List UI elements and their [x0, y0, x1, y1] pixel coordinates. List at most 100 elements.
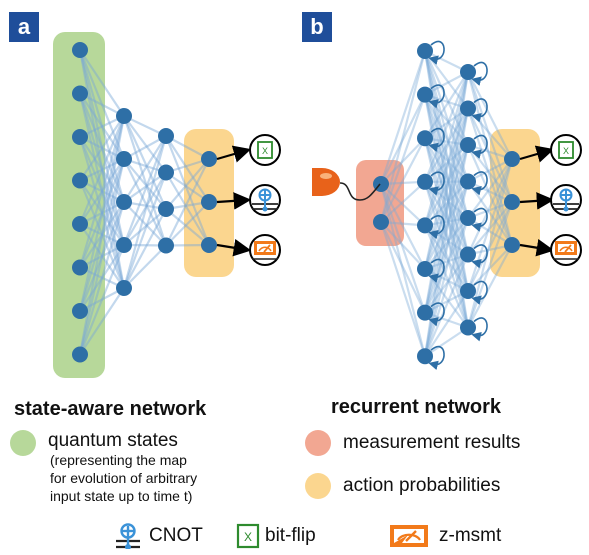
self-loop: [471, 134, 488, 159]
edge: [424, 290, 469, 357]
action-probabilities-swatch: [305, 473, 331, 499]
legend-z-msmt: z-msmt: [388, 523, 501, 549]
edge: [122, 115, 168, 246]
edge: [423, 254, 470, 357]
edge: [123, 244, 167, 289]
self-loop: [428, 345, 445, 371]
neuron: [72, 303, 88, 319]
edge: [424, 71, 469, 139]
cnot-label: CNOT: [149, 525, 203, 546]
neuron: [460, 319, 476, 336]
neuron: [201, 194, 217, 210]
neuron: [417, 348, 433, 365]
edge: [165, 135, 210, 203]
legend-measurement-results: measurement results: [305, 430, 520, 456]
edge: [79, 266, 125, 289]
bit-flip-output-icon: X: [550, 134, 582, 166]
output-arrow: [519, 145, 555, 163]
action-probabilities-label: action probabilities: [343, 475, 501, 496]
edge: [423, 108, 470, 226]
edge: [123, 171, 167, 246]
edge: [423, 217, 470, 314]
edge: [423, 144, 470, 270]
panel-label-a: a: [9, 12, 39, 42]
output-arrows: [216, 145, 555, 257]
edge: [424, 217, 469, 270]
self-loop: [428, 40, 445, 65]
edge: [423, 181, 470, 313]
edge: [78, 93, 126, 203]
self-loop: [471, 61, 488, 86]
output-arrow: [216, 239, 252, 257]
cnot-icon: [116, 523, 140, 549]
edge: [424, 268, 469, 292]
edge: [379, 94, 427, 223]
edge: [380, 94, 426, 185]
edge: [423, 71, 470, 226]
quantum-states-note-3: input state up to time t): [50, 488, 193, 504]
legend-bit-flip: X bit-flip: [236, 523, 316, 549]
edge: [466, 108, 514, 246]
z-msmt-output-icon: [550, 234, 582, 266]
neuron: [116, 194, 132, 210]
cnot-output-icon: [249, 184, 281, 216]
neuron: [373, 214, 389, 230]
edge: [424, 107, 469, 183]
edge: [123, 171, 167, 203]
edge: [423, 71, 470, 183]
quantum-states-note-1: (representing the map: [50, 452, 187, 468]
neuron: [417, 130, 433, 147]
edge: [423, 108, 470, 270]
edge: [379, 183, 427, 357]
edge: [424, 253, 469, 314]
edge: [78, 49, 126, 289]
edge: [423, 181, 470, 328]
edge: [79, 287, 125, 356]
edge: [380, 221, 426, 270]
neuron: [460, 246, 476, 263]
edge: [78, 136, 126, 289]
output-arrow: [216, 192, 252, 210]
edge: [467, 158, 513, 183]
edge: [79, 201, 125, 225]
recurrent-network-title: recurrent network: [331, 396, 502, 418]
neuron: [72, 172, 88, 189]
edge: [380, 137, 426, 223]
neuron: [504, 151, 520, 167]
edge: [424, 290, 469, 314]
neuron: [201, 151, 217, 167]
edge: [122, 135, 168, 289]
svg-text:X: X: [244, 530, 252, 544]
neuron: [460, 210, 476, 226]
bit-flip-icon: X: [236, 523, 260, 549]
edge: [78, 136, 126, 246]
edge: [79, 287, 125, 312]
edge: [467, 244, 513, 329]
quantum-states-label: quantum states: [48, 430, 178, 451]
edge: [78, 201, 126, 312]
measurement-results-swatch: [305, 430, 331, 456]
edge: [78, 158, 126, 355]
edge: [467, 201, 513, 292]
recurrent-loops: [428, 40, 488, 371]
edge: [79, 115, 125, 138]
self-loop: [471, 171, 488, 196]
neuron: [417, 43, 433, 59]
edge: [467, 158, 513, 219]
detector-wire: [339, 182, 381, 201]
edge: [466, 158, 514, 292]
neuron: [504, 194, 520, 210]
edge: [78, 49, 126, 203]
neuron: [201, 237, 217, 253]
neuron: [417, 261, 433, 277]
neuron: [504, 237, 520, 253]
edge: [423, 181, 470, 292]
neuron: [116, 280, 132, 296]
output-arrow: [519, 239, 555, 257]
svg-text:X: X: [563, 146, 569, 156]
state-aware-network-title: state-aware network: [14, 398, 207, 420]
edge: [467, 71, 513, 160]
edge: [79, 115, 125, 182]
edge: [380, 180, 426, 223]
svg-text:X: X: [262, 146, 268, 156]
